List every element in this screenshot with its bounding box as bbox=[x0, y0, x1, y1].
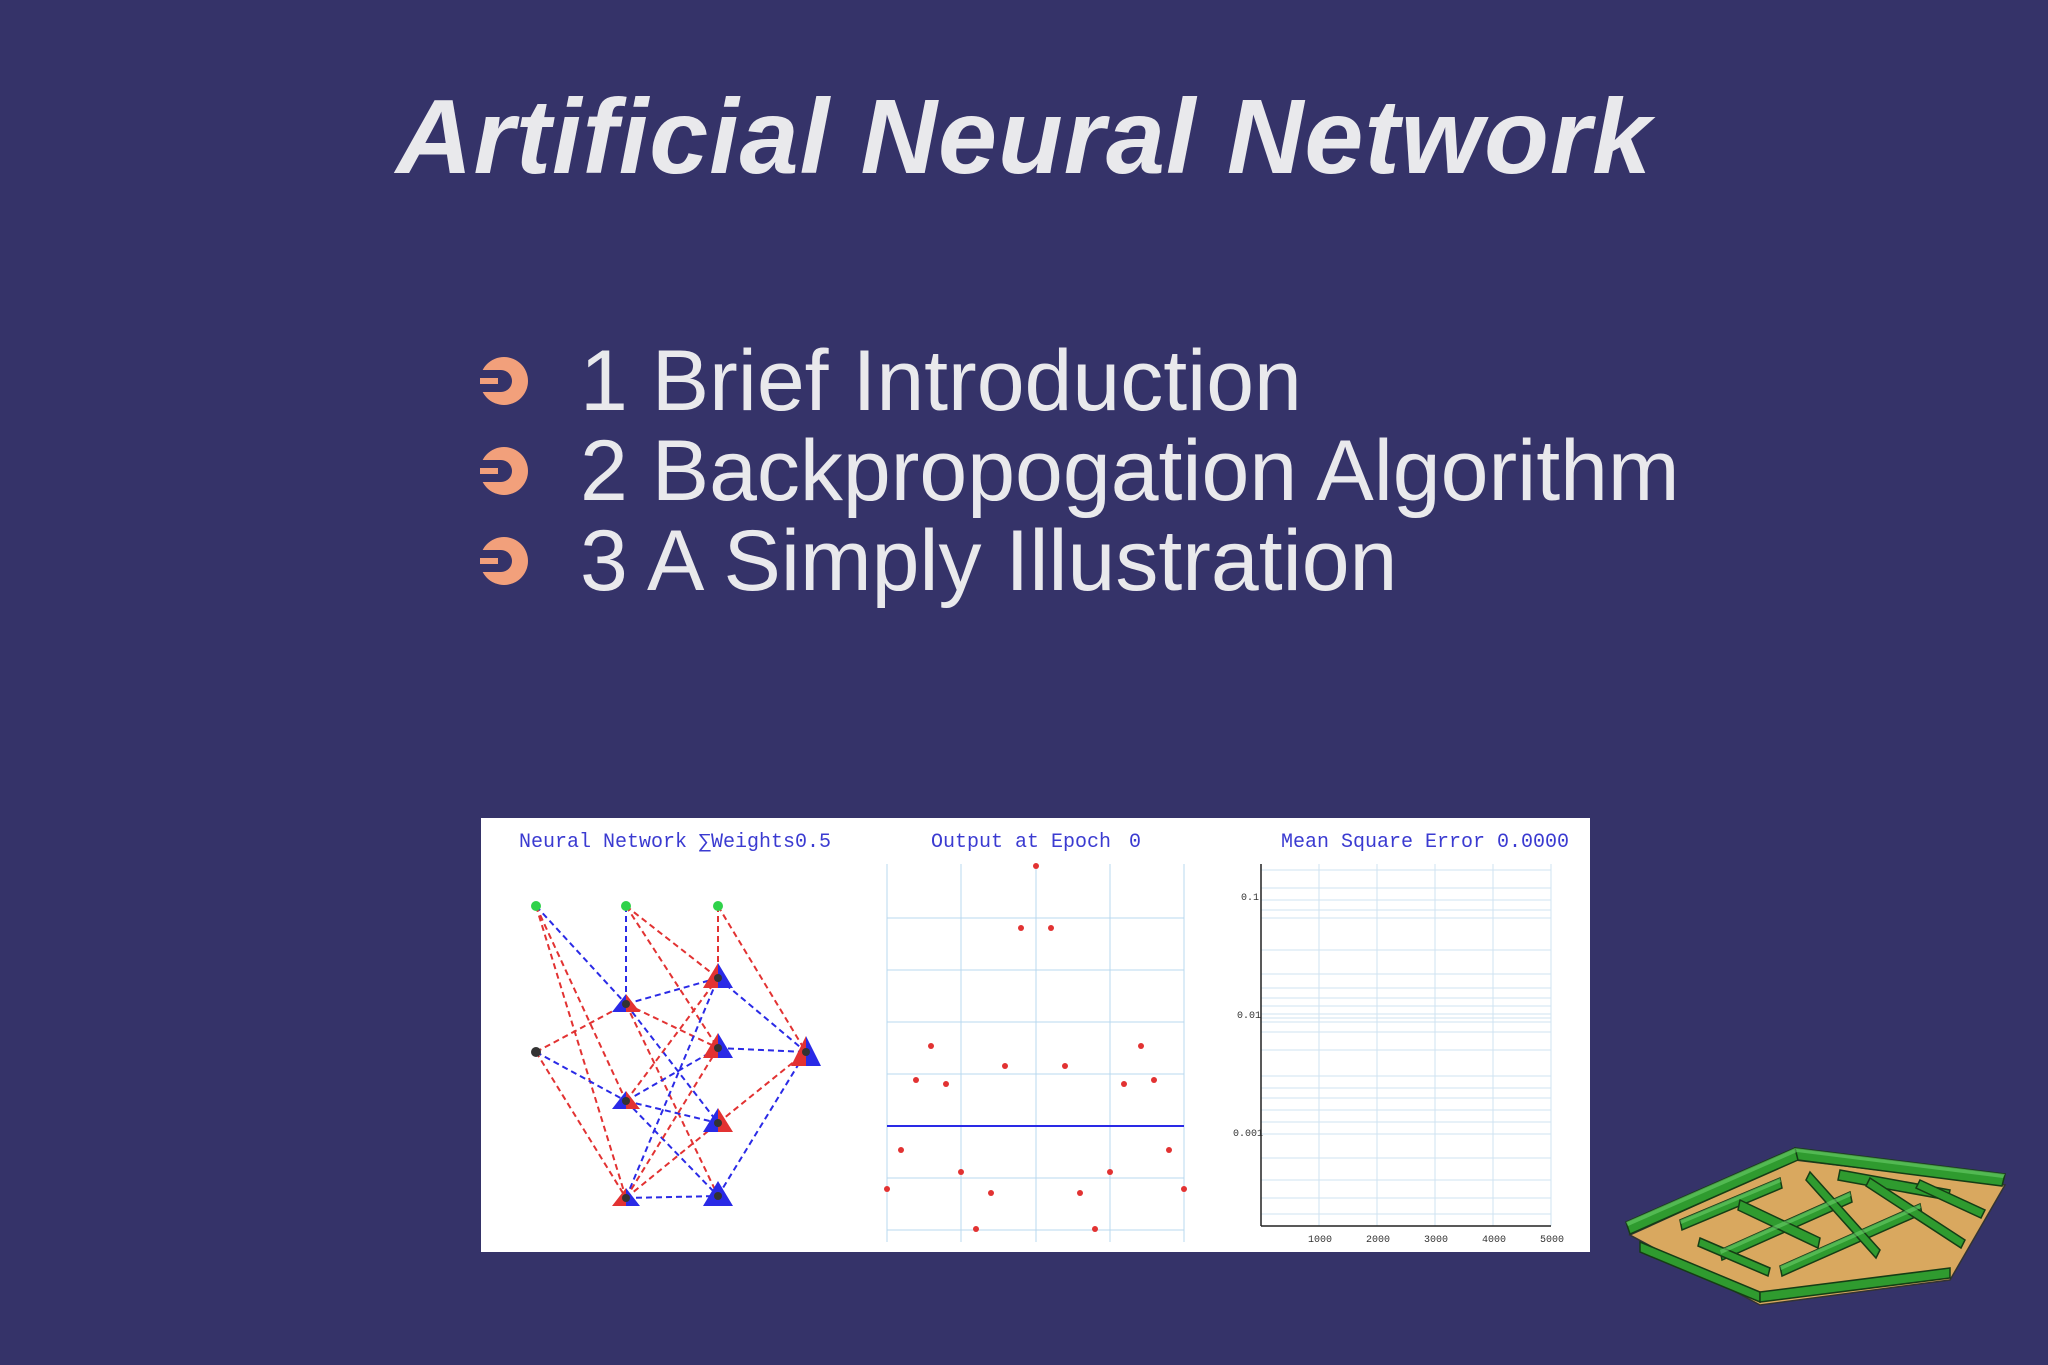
mse-xtick: 2000 bbox=[1366, 1235, 1390, 1246]
bullet-text: 3 A Simply Illustration bbox=[580, 513, 1398, 609]
edge bbox=[717, 1047, 807, 1053]
edge bbox=[625, 1003, 719, 1049]
network-nodes bbox=[531, 901, 821, 1206]
hidden-node bbox=[703, 1181, 733, 1206]
input-node bbox=[531, 1047, 541, 1057]
edge bbox=[625, 1100, 719, 1197]
network-edges bbox=[535, 905, 807, 1199]
edge bbox=[625, 1003, 719, 1197]
edge bbox=[717, 977, 807, 1053]
mse-xtick: 3000 bbox=[1424, 1235, 1448, 1246]
maze-clipart bbox=[1625, 1146, 2007, 1306]
edge bbox=[535, 1051, 627, 1199]
edge bbox=[625, 1047, 719, 1102]
output-node bbox=[791, 1036, 821, 1066]
maze-walls bbox=[1625, 1146, 2006, 1304]
mse-plot-grid bbox=[1261, 864, 1552, 1226]
figure-svg: Neural Network ∑Weights 0.5 bbox=[519, 831, 1569, 1246]
panel2-value: 0 bbox=[1129, 831, 1141, 854]
edge bbox=[625, 977, 719, 1005]
mse-plot: 0.1 0.01 0.001 1000 2000 3000 4000 5000 bbox=[1233, 864, 1564, 1246]
bullet-text: 2 Backpropogation Algorithm bbox=[580, 423, 1680, 519]
edge bbox=[625, 1003, 719, 1124]
edge bbox=[625, 1100, 719, 1124]
mse-ytick: 0.01 bbox=[1237, 1011, 1261, 1022]
edge bbox=[535, 905, 627, 1199]
hidden-node bbox=[612, 1091, 640, 1109]
panel1-title: Neural Network ∑Weights bbox=[519, 831, 795, 854]
bullet-text: 1 Brief Introduction bbox=[580, 333, 1302, 429]
mse-ytick: 0.001 bbox=[1233, 1129, 1263, 1140]
bias-node bbox=[531, 901, 541, 911]
panel3-title: Mean Square Error 0.0000 bbox=[1281, 831, 1569, 854]
bullet-item: 2 Backpropogation Algorithm bbox=[480, 426, 1680, 516]
bias-node bbox=[621, 901, 631, 911]
edge bbox=[535, 1003, 627, 1053]
arrow-bullet-icon bbox=[480, 357, 528, 405]
edge bbox=[535, 905, 627, 1102]
target-points bbox=[884, 863, 1187, 1232]
mse-ytick: 0.1 bbox=[1241, 893, 1259, 904]
bias-node bbox=[713, 901, 723, 911]
edge bbox=[535, 905, 627, 1005]
hidden-node bbox=[703, 963, 733, 988]
edge bbox=[717, 1051, 807, 1124]
arrow-bullet-icon bbox=[480, 537, 528, 585]
training-illustration-figure: Neural Network ∑Weights 0.5 bbox=[481, 818, 1590, 1252]
edge bbox=[625, 905, 719, 1049]
hidden-node bbox=[612, 1188, 640, 1206]
arrow-bullet-icon bbox=[480, 447, 528, 495]
output-plot bbox=[884, 863, 1187, 1242]
edge bbox=[625, 905, 719, 979]
edge bbox=[625, 977, 719, 1102]
hidden-node bbox=[703, 1108, 733, 1132]
output-plot-grid bbox=[886, 864, 1185, 1242]
mse-xtick: 1000 bbox=[1308, 1235, 1332, 1246]
edge bbox=[717, 1051, 807, 1197]
bullet-item: 1 Brief Introduction bbox=[480, 336, 1680, 426]
edge bbox=[717, 905, 807, 1053]
edge bbox=[625, 1047, 719, 1199]
mse-xtick: 5000 bbox=[1540, 1235, 1564, 1246]
maze-wall-tops bbox=[1626, 1148, 2005, 1270]
edge bbox=[625, 1195, 719, 1199]
slide-title: Artificial Neural Network bbox=[395, 78, 1653, 196]
hidden-node bbox=[612, 994, 640, 1012]
panel2-title: Output at Epoch bbox=[931, 831, 1111, 854]
hidden-node bbox=[703, 1033, 733, 1058]
edge bbox=[625, 1122, 719, 1199]
mse-xtick: 4000 bbox=[1482, 1235, 1506, 1246]
bullet-list: 1 Brief Introduction 2 Backpropogation A… bbox=[480, 336, 1680, 606]
panel1-value: 0.5 bbox=[795, 831, 831, 854]
edge bbox=[535, 1051, 627, 1102]
bullet-item: 3 A Simply Illustration bbox=[480, 516, 1680, 606]
